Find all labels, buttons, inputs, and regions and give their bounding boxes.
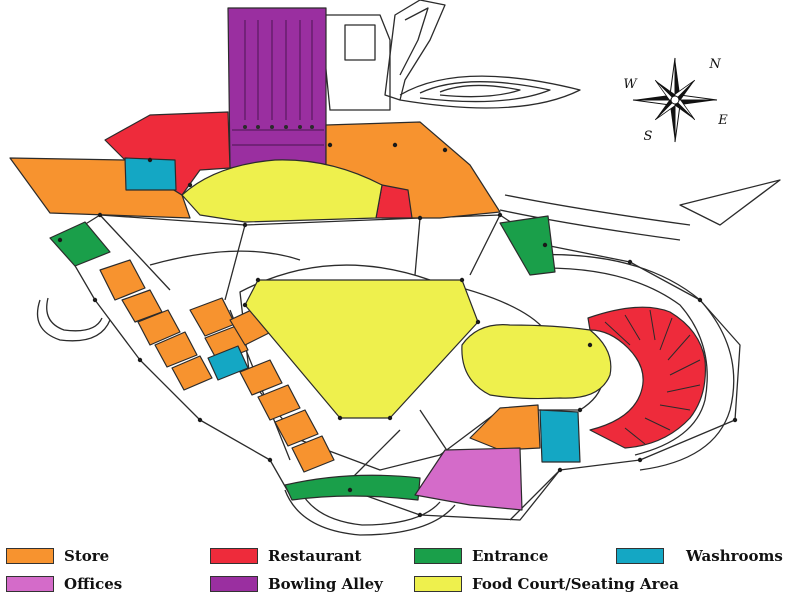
store-unit-11 <box>291 435 335 473</box>
food-court-north <box>181 159 383 223</box>
legend-item-bowling: Bowling Alley <box>210 572 383 596</box>
entrance-arc-zone <box>284 474 421 501</box>
legend-swatch-food <box>414 576 462 592</box>
washroom-zone-west <box>207 345 249 381</box>
store-unit-10 <box>274 409 319 447</box>
legend-item-washrooms: Washrooms <box>616 544 783 568</box>
entrance-zone-east <box>499 215 556 276</box>
left-arc-inner <box>46 297 103 332</box>
store-unit-4 <box>154 331 198 368</box>
store-unit-5 <box>171 355 213 391</box>
east-wing-outline <box>679 179 781 226</box>
offices-zone <box>414 447 523 511</box>
entrance-zone-west <box>49 221 111 267</box>
floor-plan-map: N W E S <box>9 0 781 536</box>
compass-north-label: N <box>708 57 721 72</box>
compass-south-label: S <box>644 129 653 144</box>
top-right-wing-inner <box>399 7 429 76</box>
left-arc-outline <box>36 299 111 342</box>
right-arc-inner <box>544 267 708 456</box>
central-path-3 <box>469 214 501 276</box>
map-legend: Store Restaurant Entrance Washrooms Offi… <box>0 540 800 600</box>
legend-item-entrance: Entrance <box>414 544 548 568</box>
legend-item-store: Store <box>6 544 109 568</box>
central-path-6 <box>149 250 301 266</box>
store-unit-1 <box>99 259 146 301</box>
store-unit-9 <box>257 384 301 421</box>
restaurant-arc-zone <box>587 306 707 449</box>
legend-label-entrance: Entrance <box>472 547 549 565</box>
legend-item-food: Food Court/Seating Area <box>414 572 679 596</box>
legend-label-store: Store <box>64 547 110 565</box>
compass-west-label: W <box>623 77 638 92</box>
oval-plaza-inner <box>419 81 551 103</box>
legend-swatch-restaurant <box>210 548 258 564</box>
legend-swatch-store <box>6 548 54 564</box>
central-path-4 <box>99 214 171 291</box>
legend-item-offices: Offices <box>6 572 122 596</box>
legend-label-food: Food Court/Seating Area <box>472 575 679 593</box>
central-path-7 <box>509 469 561 521</box>
oval-plaza-inner-2 <box>439 84 521 98</box>
bowling-alley-zone <box>227 7 327 169</box>
washroom-zone-north <box>124 157 177 191</box>
top-building-inner <box>344 24 376 61</box>
column-markers <box>57 142 738 518</box>
inner-ring-outline <box>239 264 604 471</box>
washroom-zone-east <box>539 409 581 463</box>
central-path-1 <box>224 224 246 301</box>
compass-east-label: E <box>717 113 728 128</box>
right-walkway-2 <box>499 209 681 241</box>
right-walkway <box>504 194 691 226</box>
food-court-east <box>461 324 612 400</box>
top-building-outline <box>324 14 391 111</box>
central-path-2 <box>414 217 421 276</box>
bottom-arc-outline <box>284 489 456 536</box>
legend-swatch-washrooms <box>616 548 664 564</box>
legend-swatch-offices <box>6 576 54 592</box>
legend-label-restaurant: Restaurant <box>268 547 362 565</box>
bottom-arc-inner <box>299 489 441 526</box>
legend-swatch-bowling <box>210 576 258 592</box>
oval-plaza <box>399 75 581 109</box>
store-unit-8 <box>239 359 283 396</box>
store-unit-3 <box>137 309 181 346</box>
central-path-9 <box>349 429 401 481</box>
legend-label-washrooms: Washrooms <box>686 547 783 565</box>
legend-swatch-entrance <box>414 548 462 564</box>
top-right-wing <box>384 0 446 101</box>
store-zone-southeast <box>469 404 541 451</box>
right-arc-outline <box>529 253 735 471</box>
legend-label-offices: Offices <box>64 575 123 593</box>
legend-item-restaurant: Restaurant <box>210 544 361 568</box>
compass-rose: N W E S <box>623 57 728 144</box>
legend-label-bowling: Bowling Alley <box>268 575 383 593</box>
